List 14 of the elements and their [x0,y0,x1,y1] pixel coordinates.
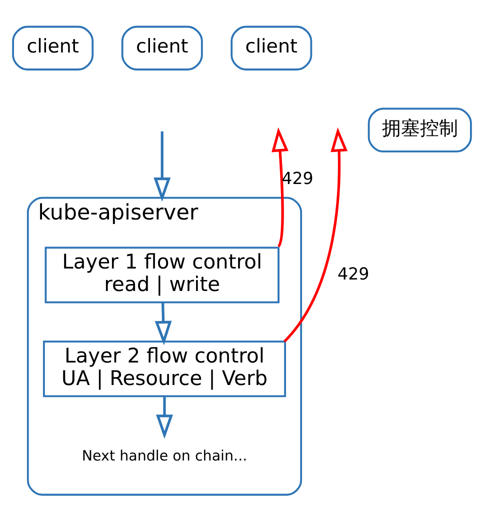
node-box: 拥塞控制 [368,108,472,152]
node-box: Layer 2 flow control UA | Resource | Verb [42,340,286,398]
arrow [154,302,172,346]
arrow [283,127,348,342]
arrow [156,396,173,439]
edge-label: 429 [282,168,314,188]
arrow [272,127,289,248]
node-box: client [230,26,312,70]
node-box: client [12,26,94,70]
node-text: Next handle on chain... [82,448,248,464]
node-box: client [121,26,203,70]
arrow [154,131,171,202]
edge-label: 429 [338,264,370,284]
node-box: Layer 1 flow control read | write [44,246,280,304]
